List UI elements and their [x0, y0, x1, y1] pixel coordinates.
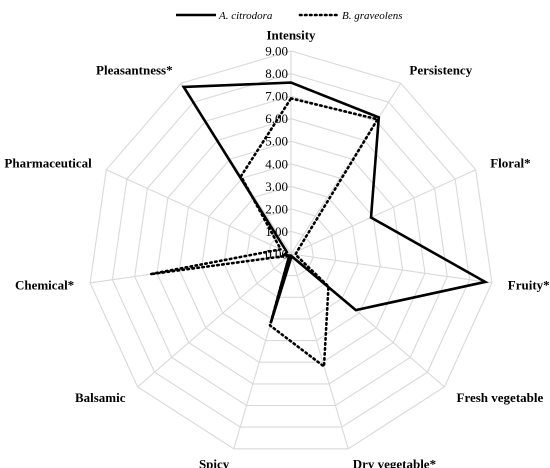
spoke-dry-vegetable [290, 253, 349, 449]
tick-label-4: 4.00 [265, 156, 288, 171]
tick-label-2: 2.00 [265, 201, 288, 216]
radar-series [149, 81, 489, 368]
grid-ring-2 [245, 208, 337, 298]
axis-label-balsamic: Balsamic [75, 390, 126, 405]
axis-label-dry-vegetable: Dry vegetable* [353, 457, 436, 468]
tick-label-6: 6.00 [265, 111, 288, 126]
series-b-graveolens [149, 97, 379, 368]
tick-label-8: 8.00 [265, 66, 288, 81]
series-a-citrodora [181, 81, 489, 324]
axis-label-pharmaceutical: Pharmaceutical [4, 156, 92, 171]
grid-ring-7 [134, 95, 448, 407]
spoke-fruity [290, 253, 492, 284]
spoke-floral [290, 169, 476, 255]
tick-label-3: 3.00 [265, 179, 288, 194]
axis-label-spicy: Spicy [199, 457, 230, 468]
axis-label-persistency: Persistency [409, 62, 472, 77]
axis-label-intensity: Intensity [266, 28, 316, 43]
axis-label-pleasantness: Pleasantness* [96, 62, 173, 77]
axis-label-fresh-vegetable: Fresh vegetable [457, 390, 544, 405]
grid-ring-1 [268, 230, 314, 277]
grid-ring-3 [223, 185, 359, 320]
grid-ring-5 [178, 140, 404, 363]
axis-label-floral: Floral* [490, 156, 530, 171]
axis-label-fruity: Fruity* [508, 278, 550, 293]
legend: A. citrodora B. graveolens [176, 10, 402, 22]
grid-ring-9 [89, 50, 493, 450]
grid-ring-6 [156, 118, 426, 385]
legend-label-b-graveolens: B. graveolens [342, 10, 402, 22]
radar-spokes [90, 51, 492, 449]
tick-label-0: 0.00 [265, 247, 288, 262]
spoke-balsamic [137, 253, 292, 388]
radar-grid [89, 50, 493, 450]
grid-ring-8 [111, 73, 471, 428]
spoke-pharmaceutical [106, 169, 292, 255]
axis-label-chemical: Chemical* [15, 278, 74, 293]
tick-label-1: 1.00 [265, 224, 288, 239]
tick-label-5: 5.00 [265, 134, 288, 149]
radar-tick-labels: 0.00 1.00 2.00 3.00 4.00 5.00 6.00 7.00 8.00 9.00 [265, 44, 288, 262]
tick-label-9: 9.00 [265, 44, 288, 59]
spoke-persistency [290, 82, 402, 255]
tick-label-7: 7.00 [265, 89, 288, 104]
legend-label-a-citrodora: A. citrodora [218, 10, 273, 22]
